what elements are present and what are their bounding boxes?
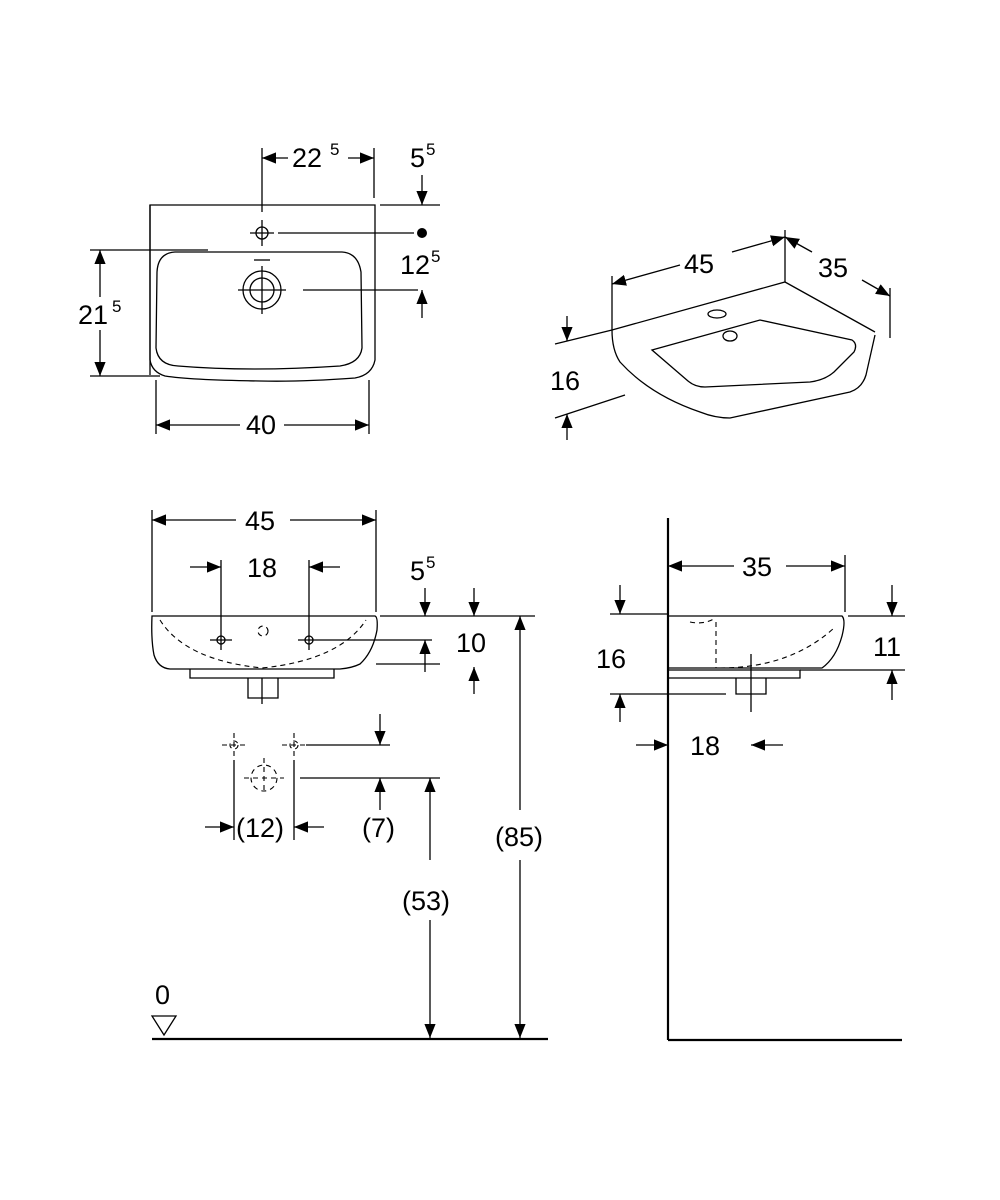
side-dim-depth-label: 35 — [742, 552, 772, 582]
front-dim-top-offset-sup: 5 — [426, 553, 435, 572]
top-view: 22 5 5 5 12 5 21 5 40 — [78, 140, 440, 440]
side-view: 35 16 11 18 — [596, 518, 905, 1042]
top-dim-right-mid-sup: 5 — [431, 247, 440, 266]
side-dim-rim-label: 11 — [873, 632, 901, 662]
iso-dim-height-label: 16 — [550, 366, 580, 396]
top-dim-width-label: 22 — [292, 143, 322, 173]
top-dim-right-mid-label: 12 — [400, 250, 430, 280]
front-dim-holes-label: 18 — [247, 553, 277, 583]
iso-dim-depth-label: 35 — [818, 253, 848, 283]
front-dim-total-height-label: (85) — [495, 822, 543, 852]
side-dim-outlet-offset-label: 18 — [690, 731, 720, 761]
front-view: 45 18 5 5 10 (12) (7) — [150, 506, 548, 1041]
front-dim-holes-height-label: 10 — [456, 628, 486, 658]
front-dim-outlet-height-label: (53) — [402, 886, 450, 916]
top-dim-width-sup: 5 — [330, 140, 339, 159]
side-dim-height-label: 16 — [596, 644, 626, 674]
isometric-view: 45 35 16 — [550, 230, 891, 440]
floor-level-label: 0 — [155, 980, 170, 1010]
top-dim-bottom-label: 40 — [246, 410, 276, 440]
front-dim-width-label: 45 — [245, 506, 275, 536]
top-dim-left-label: 21 — [78, 300, 108, 330]
top-dim-left-sup: 5 — [112, 297, 121, 316]
front-dim-supply-drop-label: (7) — [362, 813, 395, 843]
iso-dim-width-label: 45 — [684, 249, 714, 279]
top-dim-right-top-label: 5 — [410, 143, 425, 173]
top-dim-right-top-sup: 5 — [426, 140, 435, 159]
front-dim-supply-spacing-label: (12) — [236, 813, 284, 843]
front-dim-top-offset-label: 5 — [410, 556, 425, 586]
